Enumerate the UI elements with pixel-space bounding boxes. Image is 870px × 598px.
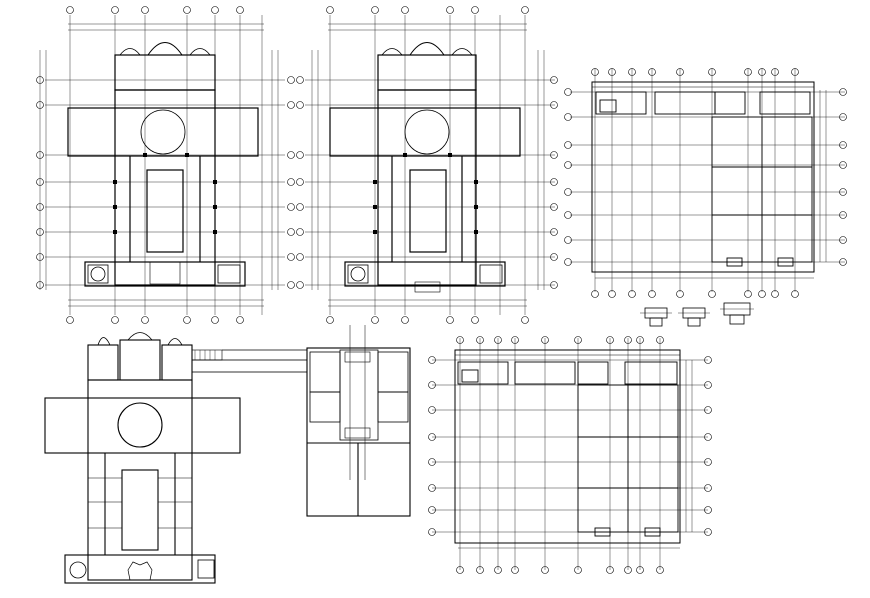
plan-f — [428, 336, 712, 574]
plan-c-rooms — [595, 91, 813, 267]
plan-f-grid-bubbles — [428, 336, 712, 574]
plan-a-grid-bubbles — [36, 6, 295, 324]
footing-detail-2 — [678, 307, 710, 327]
plan-c-grid-bubbles — [564, 68, 847, 298]
plan-a — [36, 6, 295, 324]
plan-f-grid-horizontal — [432, 359, 708, 533]
plan-b-walls — [329, 54, 521, 287]
plan-e — [306, 325, 411, 517]
plan-c-outline — [591, 81, 827, 279]
plan-b-dimensions — [311, 23, 545, 307]
plan-b-grid-bubbles — [296, 6, 558, 324]
footing-detail-3 — [720, 302, 754, 325]
plan-a-columns — [113, 153, 217, 234]
plan-b — [296, 6, 558, 324]
plan-f-rooms — [457, 361, 679, 537]
plan-a-dimensions — [39, 23, 279, 307]
plan-a-grid-vertical — [69, 15, 263, 315]
column-footing-details — [640, 302, 754, 327]
plan-f-grid-vertical — [459, 338, 661, 570]
plan-a-grid-horizontal — [45, 79, 285, 286]
plan-c-grid-horizontal — [570, 91, 845, 263]
plan-f-outline — [454, 349, 693, 549]
plan-a-walls — [67, 54, 259, 287]
plan-c — [564, 68, 847, 298]
plan-d — [44, 332, 308, 584]
plan-c-grid-vertical — [594, 68, 796, 292]
footing-detail-1 — [640, 307, 672, 327]
plan-b-grid-horizontal — [305, 79, 555, 286]
plan-b-columns — [373, 153, 478, 234]
plan-b-grid-vertical — [329, 15, 526, 315]
